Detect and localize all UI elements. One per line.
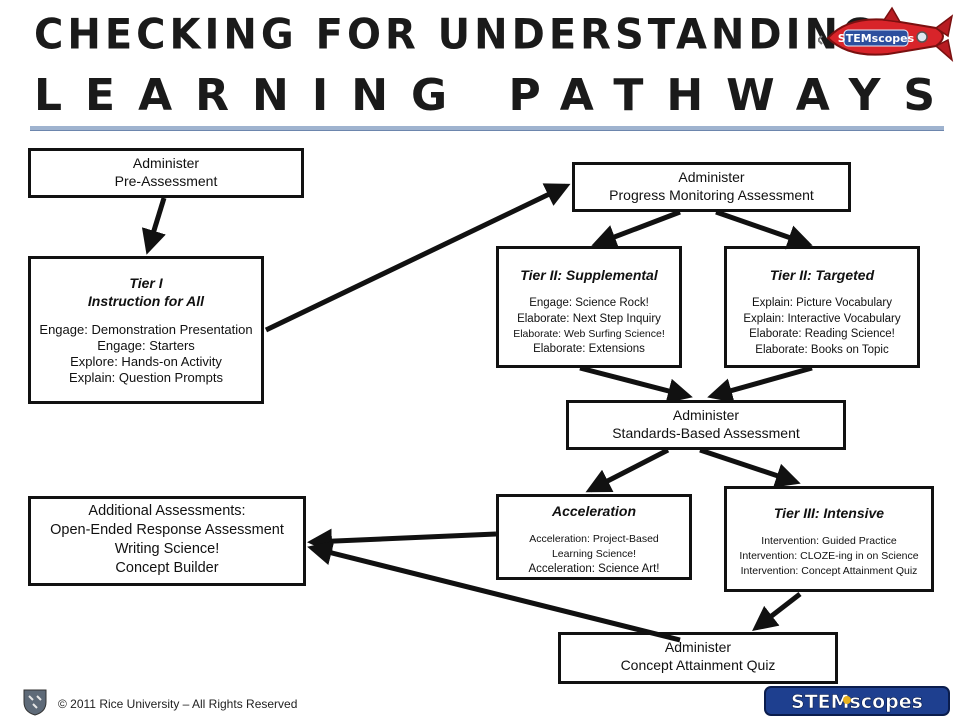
additional-assessments-item: Writing Science! <box>114 541 220 557</box>
tier1-box: Tier I Instruction for All Engage: Demon… <box>28 256 264 404</box>
arrow-standards-to-acceleration <box>585 447 670 493</box>
tier2-supplemental-item: Elaborate: Extensions <box>533 343 645 355</box>
tier1-item: Explain: Question Prompts <box>69 370 223 385</box>
tier1-title: Tier I <box>129 275 163 291</box>
arrow-pre-to-tier1 <box>141 197 167 255</box>
tier3-intensive-box: Tier III: Intensive Intervention: Guided… <box>724 486 934 592</box>
acceleration-item: Acceleration: Science Art! <box>528 563 660 575</box>
tier2-targeted-title: Tier II: Targeted <box>769 267 875 283</box>
tier2-supplemental-title: Tier II: Supplemental <box>520 267 658 283</box>
progress-monitoring-box: Administer Progress Monitoring Assessmen… <box>572 162 851 212</box>
arrow-intensive-to-quiz <box>752 592 802 632</box>
acceleration-title: Acceleration <box>551 503 637 519</box>
tier1-subtitle: Instruction for All <box>87 293 205 309</box>
rice-university-seal-icon <box>23 689 47 716</box>
tier2-supplemental-item: Elaborate: Next Step Inquiry <box>517 312 661 325</box>
arrow-progress-to-targeted <box>715 209 813 250</box>
acceleration-item: Acceleration: Project-Based <box>529 533 659 545</box>
arrow-standards-to-intensive <box>699 447 801 488</box>
concept-quiz-line2: Concept Attainment Quiz <box>620 657 776 673</box>
additional-assessments-item: Open-Ended Response Assessment <box>50 522 284 538</box>
concept-quiz-box: Administer Concept Attainment Quiz <box>558 632 838 684</box>
acceleration-box: Acceleration Acceleration: Project-Based… <box>496 494 692 580</box>
tier1-item: Explore: Hands-on Activity <box>70 354 222 369</box>
standards-based-line1: Administer <box>672 407 740 423</box>
additional-assessments-box: Additional Assessments: Open-Ended Respo… <box>28 496 306 586</box>
pre-assessment-line1: Administer <box>132 155 200 171</box>
concept-quiz-line1: Administer <box>664 639 732 655</box>
pre-assessment-line2: Pre-Assessment <box>114 173 218 189</box>
stemscopes-rocket-logo: STEMscopes <box>818 6 954 63</box>
tier3-intensive-item: Intervention: Concept Attainment Quiz <box>740 565 918 577</box>
stemscopes-brand-logo: STEMscopes <box>764 686 950 716</box>
title-line-1: CHECKING FOR UNDERSTANDING <box>34 10 879 60</box>
additional-assessments-heading: Additional Assessments: <box>88 503 246 519</box>
tier2-targeted-item: Explain: Interactive Vocabulary <box>743 312 901 325</box>
arrow-supplemental-to-standards <box>579 365 693 404</box>
standards-based-line2: Standards-Based Assessment <box>612 425 800 441</box>
additional-assessments-item: Concept Builder <box>115 560 219 576</box>
tier2-targeted-item: Explain: Picture Vocabulary <box>752 297 892 309</box>
tier2-supplemental-item: Engage: Science Rock! <box>529 297 649 309</box>
tier2-supplemental-item: Elaborate: Web Surfing Science! <box>513 328 665 340</box>
rocket-logo-text: STEMscopes <box>838 32 915 45</box>
tier3-intensive-item: Intervention: CLOZE-ing in on Science <box>739 550 919 562</box>
tier2-targeted-box: Tier II: Targeted Explain: Picture Vocab… <box>724 246 920 368</box>
brand-logo-text: STEMscopes <box>791 691 923 713</box>
tier2-supplemental-box: Tier II: Supplemental Engage: Science Ro… <box>496 246 682 368</box>
tier3-intensive-item: Intervention: Guided Practice <box>761 535 897 547</box>
arrow-acceleration-to-additional <box>307 528 497 554</box>
acceleration-item: Learning Science! <box>551 548 637 560</box>
tier1-item: Engage: Demonstration Presentation <box>39 322 253 337</box>
tier2-targeted-item: Elaborate: Books on Topic <box>755 343 889 356</box>
standards-based-box: Administer Standards-Based Assessment <box>566 400 846 450</box>
arrow-targeted-to-standards <box>707 365 813 403</box>
title-line-2: LEARNING PATHWAYS <box>34 70 959 121</box>
title-divider <box>30 126 944 131</box>
arrow-progress-to-supplemental <box>591 209 681 249</box>
progress-monitoring-line1: Administer <box>678 169 745 185</box>
tier2-targeted-item: Elaborate: Reading Science! <box>749 328 895 340</box>
progress-monitoring-line2: Progress Monitoring Assessment <box>609 187 814 203</box>
tier3-intensive-title: Tier III: Intensive <box>773 505 885 521</box>
copyright-text: © 2011 Rice University – All Rights Rese… <box>58 697 298 711</box>
pre-assessment-box: Administer Pre-Assessment <box>28 148 304 198</box>
tier1-item: Engage: Starters <box>97 338 195 353</box>
